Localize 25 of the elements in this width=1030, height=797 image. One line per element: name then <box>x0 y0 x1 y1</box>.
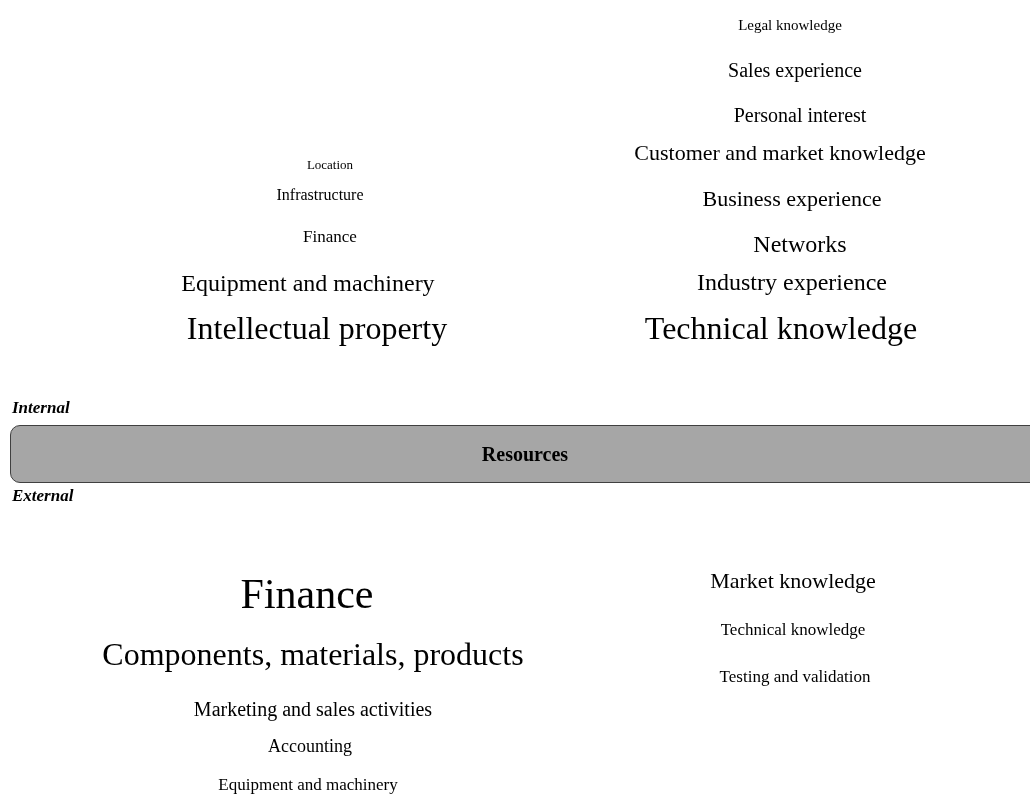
resource-label: Location <box>306 157 354 173</box>
resource-label: Industry experience <box>697 268 887 296</box>
resource-label: Technical knowledge <box>644 311 918 347</box>
resources-bar <box>10 425 1030 483</box>
resource-label: Accounting <box>268 737 352 757</box>
resource-label: Finance <box>240 570 374 618</box>
bar-title: Resources <box>481 442 569 466</box>
resource-label: Personal interest <box>733 104 867 126</box>
resource-label: Customer and market knowledge <box>634 140 926 166</box>
resource-label: Infrastructure <box>276 186 364 204</box>
resource-label: Marketing and sales activities <box>193 698 433 720</box>
resource-label: Market knowledge <box>710 568 876 594</box>
category-label: Internal <box>12 398 70 418</box>
resource-label: Finance <box>303 227 357 247</box>
resource-label: Equipment and machinery <box>181 269 435 297</box>
resource-label: Testing and validation <box>719 667 871 687</box>
resource-label: Sales experience <box>728 59 862 81</box>
category-label: External <box>12 486 74 506</box>
resource-label: Equipment and machinery <box>218 775 398 795</box>
resource-label: Intellectual property <box>186 311 448 347</box>
resource-label: Technical knowledge <box>720 620 866 640</box>
resource-label: Networks <box>753 230 847 258</box>
resource-label: Components, materials, products <box>102 637 524 673</box>
resource-label: Business experience <box>702 186 882 212</box>
resource-label: Legal knowledge <box>738 16 842 34</box>
